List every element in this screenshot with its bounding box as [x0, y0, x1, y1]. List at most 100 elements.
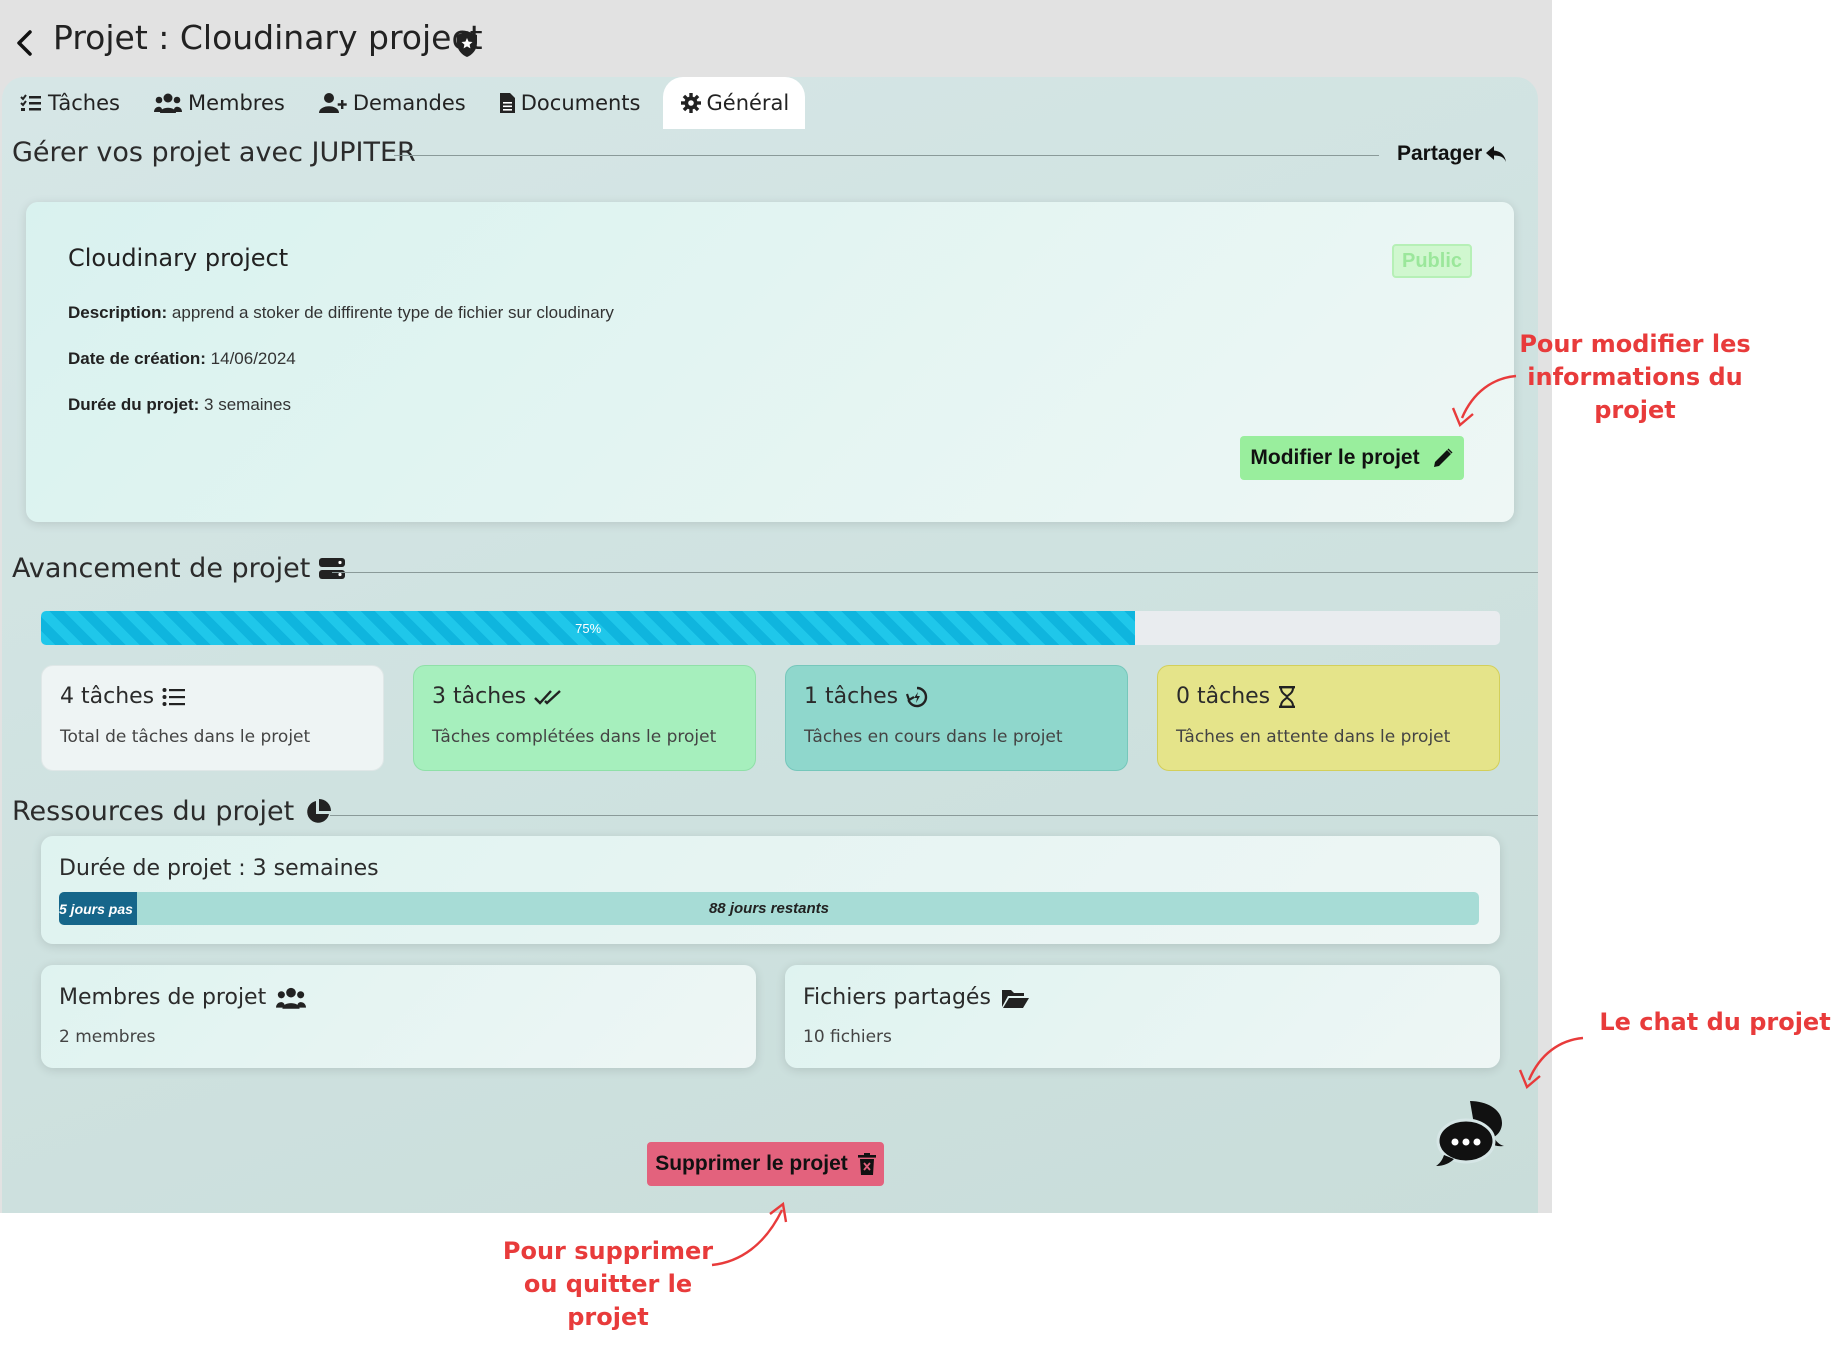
stat-title: 1 tâches: [804, 684, 1109, 709]
delete-project-button[interactable]: Supprimer le projet: [647, 1142, 884, 1186]
annotation-line: projet: [1594, 396, 1676, 424]
delete-project-label: Supprimer le projet: [655, 1152, 848, 1175]
description-line: Description: apprend a stoker de diffire…: [68, 303, 614, 323]
stat-card-in-progress: 1 tâches Tâches en cours dans le projet: [785, 665, 1128, 771]
files-title-text: Fichiers partagés: [803, 985, 991, 1010]
annotation-line: ou quitter le: [523, 1270, 693, 1298]
shield-icon: [457, 31, 477, 57]
annotation-line: projet: [567, 1303, 649, 1331]
app-window: Projet : Cloudinary project Tâches: [0, 0, 1552, 1213]
progress-percent-label: 75%: [575, 620, 602, 636]
project-progress-bar: 75%: [41, 611, 1500, 645]
page-title: Projet : Cloudinary project: [53, 18, 483, 57]
tab-label: Membres: [187, 91, 285, 115]
stat-count: 0 tâches: [1176, 684, 1271, 709]
chat-annotation-arrow: [1518, 1036, 1584, 1089]
resources-title-text: Ressources du projet: [12, 796, 295, 827]
creation-date-label: Date de création:: [68, 349, 206, 368]
members-title-text: Membres de projet: [59, 985, 267, 1010]
back-arrow-icon[interactable]: [12, 28, 38, 58]
edit-project-label: Modifier le projet: [1250, 446, 1420, 469]
divider: [394, 155, 1379, 156]
delete-annotation-arrow: [711, 1201, 788, 1267]
tab-label: Demandes: [352, 91, 466, 115]
creation-date-value: 14/06/2024: [210, 349, 296, 368]
duration-line: Durée du projet: 3 semaines: [68, 395, 291, 415]
task-list-icon: [20, 94, 41, 111]
share-label: Partager: [1397, 142, 1483, 165]
description-value: apprend a stoker de diffirente type de f…: [171, 303, 614, 322]
gear-icon: [680, 93, 701, 113]
stat-subtitle: Tâches complétées dans le projet: [432, 727, 717, 747]
stat-card-total: 4 tâches Total de tâches dans le projet: [41, 665, 384, 771]
stat-card-completed: 3 tâches Tâches complétées dans le proje…: [413, 665, 756, 771]
server-icon: [319, 557, 346, 579]
visibility-badge: Public: [1392, 244, 1472, 278]
duration-progress-bar: 88 jours restants 5 jours pas: [59, 892, 1479, 925]
annotation-line: informations du: [1527, 363, 1743, 391]
duration-label: Durée du projet:: [68, 395, 200, 414]
progress-section-title: Avancement de projet: [12, 553, 346, 584]
days-passed-fill: 5 jours pas: [59, 892, 138, 925]
tab-demandes[interactable]: Demandes: [301, 77, 482, 129]
hourglass-icon: [1279, 685, 1296, 708]
stat-count: 4 tâches: [60, 684, 155, 709]
tab-documents[interactable]: Documents: [482, 77, 657, 129]
double-check-icon: [534, 689, 561, 705]
description-label: Description:: [68, 303, 168, 322]
stat-subtitle: Total de tâches dans le projet: [60, 727, 311, 747]
edit-annotation: Pour modifier les informations du projet: [1510, 328, 1760, 427]
tab-label: Général: [706, 91, 790, 115]
divider: [332, 572, 1538, 573]
days-remaining-label: 88 jours restants: [708, 900, 830, 917]
list-icon: [162, 687, 186, 706]
duration-card-title: Durée de projet : 3 semaines: [59, 856, 379, 881]
stat-subtitle: Tâches en attente dans le projet: [1176, 727, 1451, 747]
project-info-card: Cloudinary project Public Description: a…: [26, 202, 1514, 522]
tab-bar: Tâches Membres Demandes: [2, 77, 1538, 129]
stat-title: 4 tâches: [60, 684, 365, 709]
delete-annotation: Pour supprimer ou quitter le projet: [488, 1235, 728, 1334]
members-count: 2 membres: [59, 1027, 156, 1047]
annotation-line: Le chat du projet: [1599, 1008, 1831, 1036]
project-chat-icon[interactable]: [1436, 1097, 1508, 1169]
pie-chart-icon: [307, 798, 332, 823]
stat-card-pending: 0 tâches Tâches en attente dans le proje…: [1157, 665, 1500, 771]
progress-fill: 75%: [41, 611, 1136, 645]
annotation-line: Pour modifier les: [1519, 330, 1751, 358]
users-icon: [276, 987, 307, 1009]
edit-project-button[interactable]: Modifier le projet: [1240, 436, 1464, 480]
project-name: Cloudinary project: [68, 244, 289, 272]
users-icon: [153, 93, 182, 113]
in-progress-icon: [906, 686, 928, 707]
trash-icon: [857, 1153, 876, 1175]
share-reply-icon: [1486, 146, 1507, 162]
tab-general[interactable]: Général: [662, 77, 806, 129]
stat-subtitle: Tâches en cours dans le projet: [804, 727, 1063, 747]
open-folder-icon: [1001, 989, 1029, 1008]
files-card-title: Fichiers partagés: [803, 985, 1029, 1010]
tab-label: Tâches: [48, 91, 120, 115]
annotation-line: Pour supprimer: [502, 1237, 714, 1265]
stat-count: 3 tâches: [432, 684, 527, 709]
document-icon: [499, 93, 515, 113]
chat-annotation: Le chat du projet: [1596, 1006, 1834, 1039]
tab-taches[interactable]: Tâches: [2, 77, 136, 129]
tab-membres[interactable]: Membres: [136, 77, 301, 129]
members-card[interactable]: Membres de projet 2 membres: [41, 965, 756, 1068]
share-link[interactable]: Partager: [1397, 142, 1507, 166]
manage-title-text: Gérer vos projet avec JUPITER: [12, 137, 416, 168]
creation-date-line: Date de création: 14/06/2024: [68, 349, 296, 369]
stat-title: 0 tâches: [1176, 684, 1481, 709]
pencil-icon: [1433, 448, 1453, 467]
user-plus-icon: [318, 93, 347, 113]
manage-section-title: Gérer vos projet avec JUPITER: [12, 137, 416, 168]
shared-files-card[interactable]: Fichiers partagés 10 fichiers: [785, 965, 1500, 1068]
resources-section-title: Ressources du projet: [12, 796, 332, 827]
duration-card: Durée de projet : 3 semaines 88 jours re…: [41, 836, 1500, 944]
stat-count: 1 tâches: [804, 684, 899, 709]
files-count: 10 fichiers: [803, 1027, 892, 1047]
members-card-title: Membres de projet: [59, 985, 307, 1010]
progress-title-text: Avancement de projet: [12, 553, 311, 584]
tab-label: Documents: [520, 91, 641, 115]
